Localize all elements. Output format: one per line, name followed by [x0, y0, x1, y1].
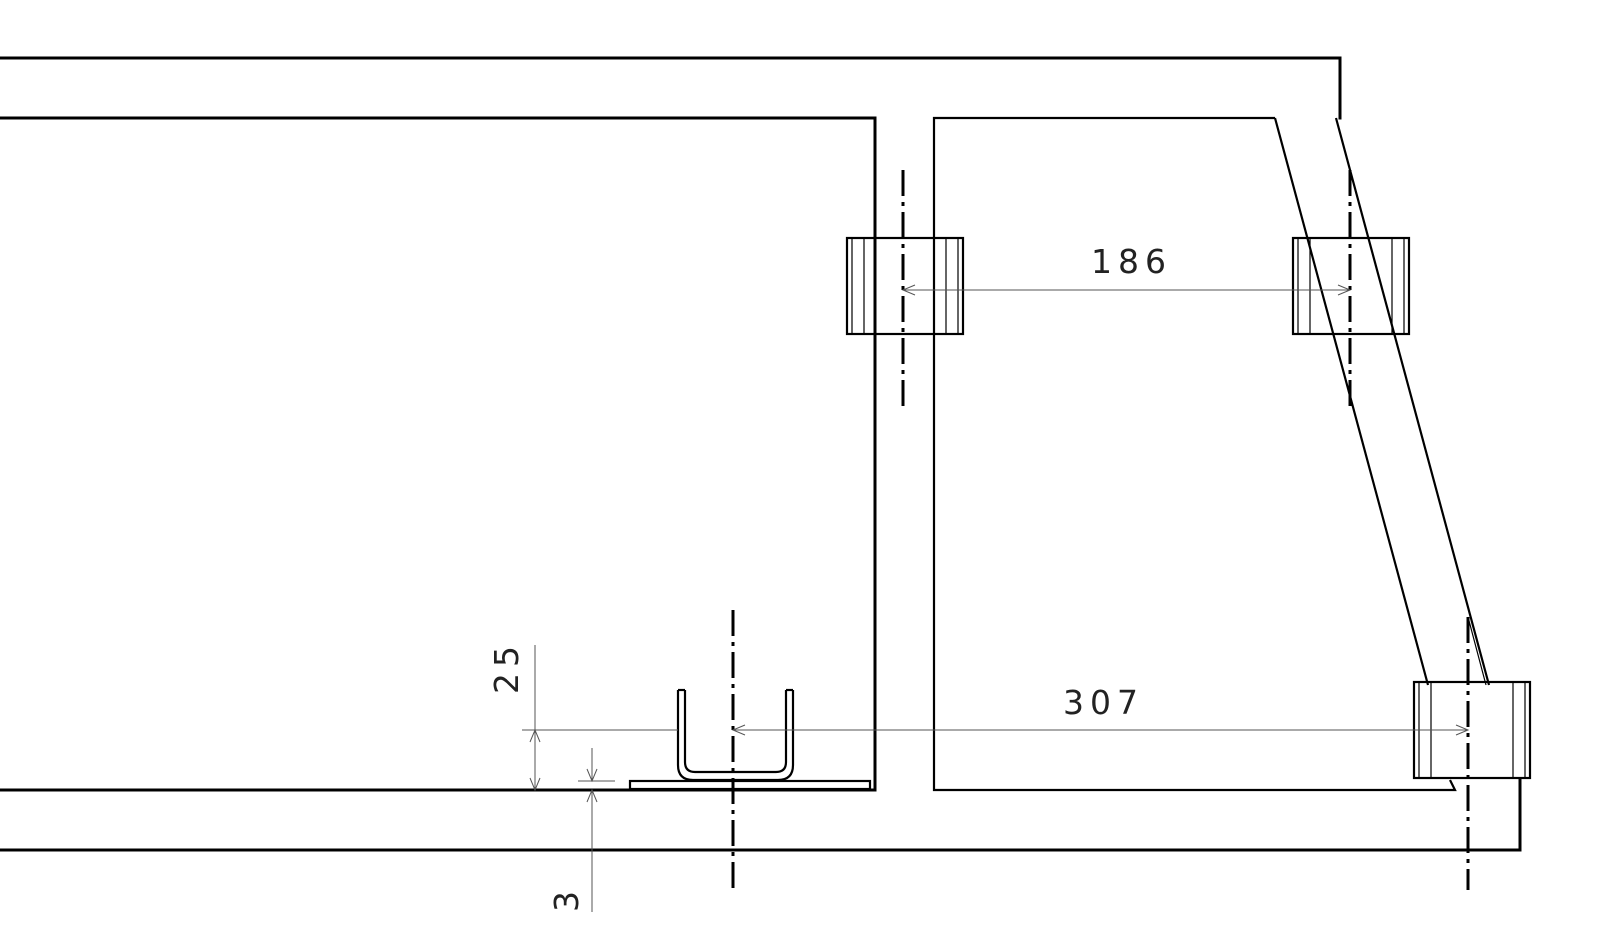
dimension-25-arrow-top	[529, 728, 541, 743]
dimension-307-arrow-right	[1455, 724, 1470, 736]
hinge-middle-body	[845, 236, 965, 336]
dimension-3-label: 3	[547, 885, 586, 912]
outer-frame-bottom	[0, 778, 1522, 852]
dimension-186-arrow-right	[1337, 284, 1352, 296]
door-slant-outer-end	[1467, 616, 1487, 686]
u-channel-inner	[683, 690, 788, 774]
dimension-186-arrow-left	[901, 284, 916, 296]
hinge-middle	[845, 236, 965, 336]
outer-frame	[0, 56, 1522, 852]
dimension-25-arrow-bottom	[529, 777, 541, 792]
dimension-3: 3	[547, 748, 615, 912]
dimension-307: 307	[731, 683, 1470, 736]
dimension-307-label: 307	[1063, 683, 1144, 722]
dimension-3-arrow-top	[586, 768, 598, 783]
dimension-307-arrow-left	[731, 724, 746, 736]
left-compartment-outline	[0, 116, 877, 792]
dimension-25-label: 25	[487, 640, 526, 694]
u-channel-outer	[676, 690, 795, 782]
dimension-3-arrow-bottom	[586, 788, 598, 803]
left-compartment	[0, 116, 877, 792]
dimension-186-label: 186	[1091, 242, 1172, 281]
right-compartment-outline	[932, 116, 1457, 792]
u-channel-foot	[628, 688, 872, 791]
door-slant-outer	[1334, 117, 1491, 686]
right-compartment	[932, 116, 1491, 792]
base-plate	[628, 779, 872, 791]
dimension-186: 186	[901, 242, 1352, 296]
dimension-25: 25	[487, 640, 678, 792]
outer-frame-top	[0, 56, 1342, 120]
